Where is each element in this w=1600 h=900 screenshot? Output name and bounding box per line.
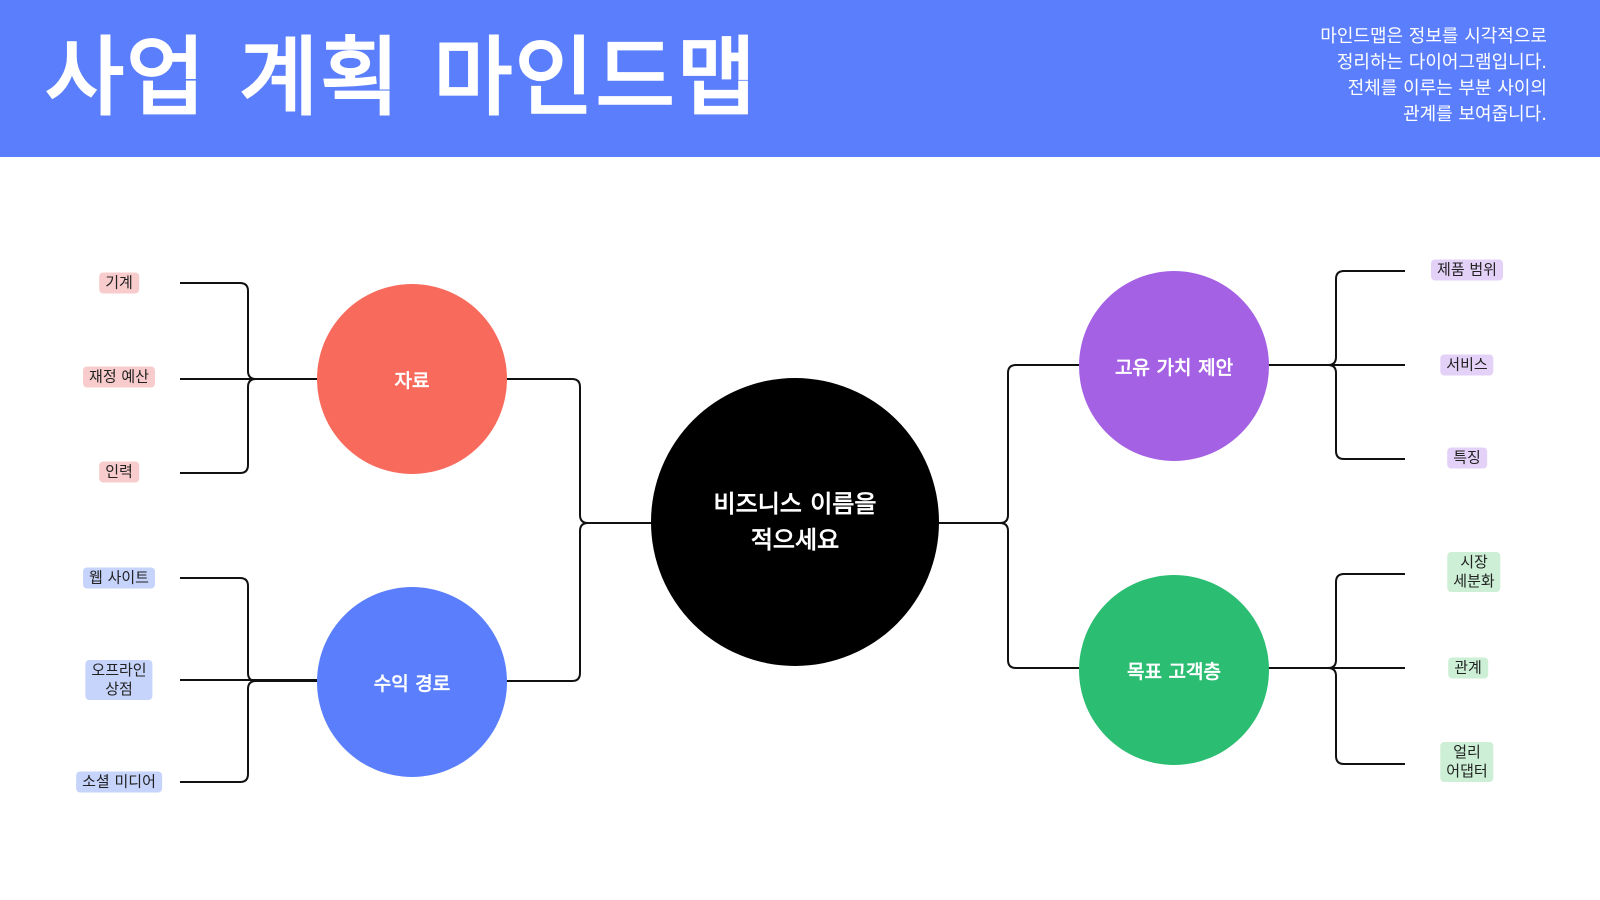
leaf-label: 웹 사이트 [89,568,149,587]
leaf-label: 특징 [1453,448,1481,467]
branch-node-label: 고유 가치 제안 [1114,356,1234,379]
branch-node-resources[interactable]: 자료 [317,284,507,474]
leaf-label: 세분화 [1453,572,1495,590]
connector-resources-leaf [180,282,317,380]
connector-value-leaf [1327,364,1405,460]
page-title: 사업 계획 마인드맵 [45,28,758,128]
leaf-product-range[interactable]: 제품 범위 [1431,259,1503,281]
connector-revenue-leaf [180,680,257,783]
leaf-market-segmentation[interactable]: 시장 세분화 [1447,552,1501,592]
connector-revenue-leaf [180,577,317,682]
branch-node-revenue[interactable]: 수익 경로 [317,587,507,777]
connector-center-resources [505,378,651,524]
leaf-label: 서비스 [1446,355,1488,374]
connector-center-revenue [505,522,589,682]
leaf-label: 소셜 미디어 [82,772,156,791]
description-line: 관계를 보여줍니다. [1403,104,1547,125]
branch-node-customers[interactable]: 목표 고객층 [1079,575,1269,765]
header-banner: 사업 계획 마인드맵 마인드맵은 정보를 시각적으로 정리하는 다이어그램입니다… [0,0,1600,157]
leaf-social-media[interactable]: 소셜 미디어 [76,771,162,793]
description-line: 전체를 이루는 부분 사이의 [1347,78,1547,99]
connector-center-customers [999,522,1079,669]
leaf-machinery[interactable]: 기계 [99,272,139,294]
branch-node-value[interactable]: 고유 가치 제안 [1079,271,1269,461]
leaf-service[interactable]: 서비스 [1440,354,1494,376]
leaf-label: 얼리 [1453,743,1481,761]
branch-node-label: 수익 경로 [373,672,451,695]
leaf-label: 제품 범위 [1437,260,1497,279]
leaf-label: 어댑터 [1446,762,1488,780]
page-description: 마인드맵은 정보를 시각적으로 정리하는 다이어그램입니다. 전체를 이루는 부… [1247,24,1547,128]
leaf-early-adopters[interactable]: 얼리 어댑터 [1440,742,1494,782]
leaf-label: 재정 예산 [89,367,149,386]
connector-value-leaf [1266,270,1405,366]
connector-resources-leaf [180,378,257,474]
leaf-website[interactable]: 웹 사이트 [83,567,155,589]
leaf-label: 시장 [1460,553,1488,571]
leaf-features[interactable]: 특징 [1447,447,1487,469]
connector-customers-leaf [1266,573,1405,669]
center-node[interactable]: 비즈니스 이름을 적으세요 [651,378,939,666]
leaf-label: 상점 [105,680,133,698]
leaf-manpower[interactable]: 인력 [99,461,139,483]
branch-node-label: 목표 고객층 [1126,660,1221,683]
center-node-line: 적으세요 [750,526,840,554]
description-line: 마인드맵은 정보를 시각적으로 [1320,26,1547,47]
center-node-line: 비즈니스 이름을 [713,490,877,518]
connector-customers-leaf [1327,667,1405,765]
leaf-label: 오프라인 [91,661,147,679]
branch-node-label: 자료 [394,369,430,392]
leaf-label: 관계 [1454,658,1482,677]
leaf-relationship[interactable]: 관계 [1448,657,1488,679]
connector-center-value [939,364,1079,524]
description-line: 정리하는 다이어그램입니다. [1336,52,1547,73]
leaf-label: 기계 [105,273,133,292]
leaf-offline-store[interactable]: 오프라인 상점 [85,660,153,700]
leaf-label: 인력 [105,462,133,481]
leaf-budget[interactable]: 재정 예산 [83,366,155,388]
